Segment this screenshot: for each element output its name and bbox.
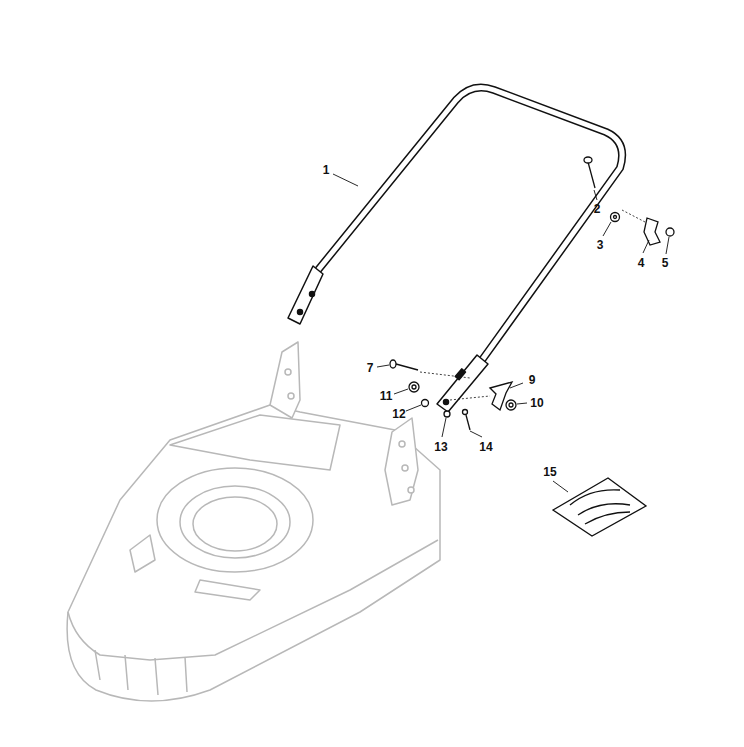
callout-number: 14 bbox=[479, 441, 492, 453]
callout-number: 11 bbox=[380, 390, 393, 402]
callout-number: 4 bbox=[638, 257, 645, 269]
callout-number: 13 bbox=[434, 441, 447, 453]
callout-number: 15 bbox=[543, 466, 556, 478]
callout-number: 2 bbox=[594, 203, 601, 215]
mower-deck bbox=[67, 342, 440, 701]
handle-tube bbox=[318, 88, 622, 360]
hardware bbox=[390, 157, 674, 536]
callout-number: 7 bbox=[367, 362, 374, 374]
callout-number: 12 bbox=[392, 408, 405, 420]
callout-number: 1 bbox=[323, 164, 330, 176]
handle-plate bbox=[288, 266, 488, 412]
leader-line bbox=[333, 174, 669, 492]
callout-number: 9 bbox=[529, 374, 536, 386]
callout-number: 3 bbox=[597, 239, 604, 251]
alignment-line bbox=[420, 210, 645, 400]
callout-number: 10 bbox=[530, 397, 543, 409]
callout-number: 5 bbox=[662, 257, 669, 269]
